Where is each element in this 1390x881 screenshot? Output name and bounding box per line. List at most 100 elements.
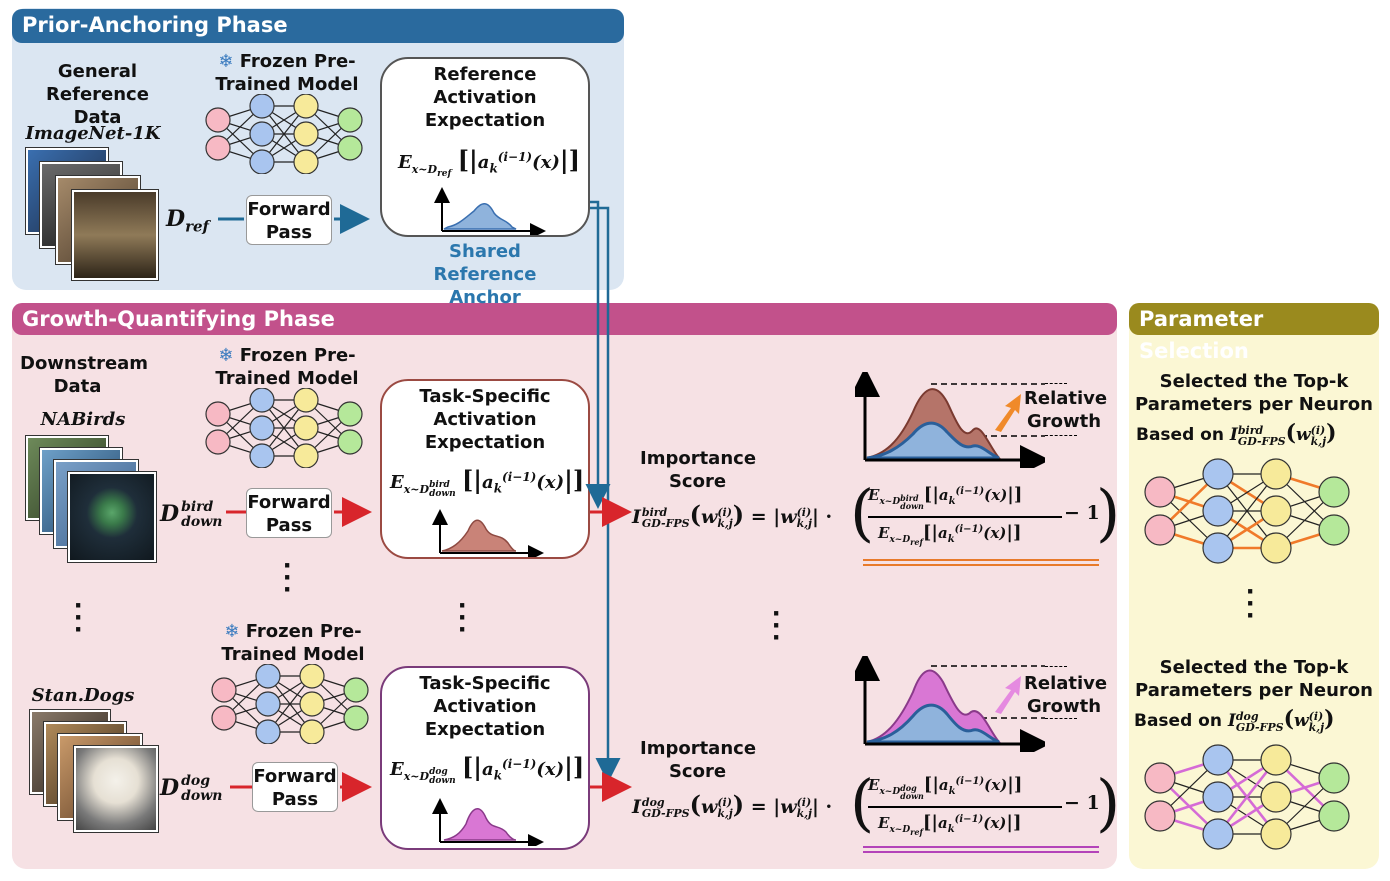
downstream-data-label: Downstream Data [20, 353, 149, 397]
neuron [255, 719, 281, 744]
reference-card-title: Reference Activation Expectation [424, 64, 546, 131]
neuron [337, 107, 363, 133]
neuron [1202, 744, 1234, 776]
neuron [249, 415, 275, 441]
shared-reference-anchor-label: Shared Reference Anchor [433, 241, 537, 308]
neuron [1318, 762, 1350, 794]
image-thumbnail [72, 190, 158, 280]
neuron [293, 121, 319, 147]
dataset-ellipsis: ··· [74, 589, 84, 646]
neuron [1260, 532, 1292, 564]
reference-distribution-plot [434, 187, 546, 235]
forward-pass-box-bird: Forward Pass [246, 488, 332, 538]
bird-growth-underline [863, 559, 1099, 561]
neuron [249, 443, 275, 468]
neuron [293, 443, 319, 468]
forward-pass-box-dog: Forward Pass [252, 762, 338, 812]
reference-activation-card: Reference Activation Expectation Ex~Dref… [380, 57, 590, 237]
relative-growth-dash-extension [1045, 383, 1067, 384]
snowflake-icon: ❄ [218, 51, 234, 72]
frozen-model-label-top: ❄ Frozen Pre-Trained Model [215, 51, 359, 95]
neuron [255, 664, 281, 689]
neuron [205, 401, 231, 427]
neuron [293, 388, 319, 413]
general-reference-data-label: General Reference Data [46, 61, 149, 128]
standogs-label: Stan.Dogs [31, 685, 135, 706]
bird-growth-underline [863, 564, 1099, 566]
task-distribution-plot-bird [432, 509, 544, 557]
neuron [249, 94, 275, 119]
d-ref-symbol: Dref [166, 206, 209, 236]
task-specific-card-dog: Task-Specific Activation Expectation Ex~… [380, 666, 590, 850]
neuron [337, 429, 363, 455]
neuron [1202, 495, 1234, 527]
neuron [293, 415, 319, 441]
neuron [337, 401, 363, 427]
nabirds-label: NABirds [40, 409, 126, 430]
relative-growth-plot-bird [855, 372, 1045, 468]
neuron [293, 94, 319, 119]
neuron [299, 691, 325, 717]
neuron [299, 719, 325, 744]
selected-network-bird [1144, 458, 1350, 564]
relative-growth-dash-extension [1045, 666, 1067, 667]
snowflake-icon: ❄ [218, 345, 234, 366]
neuron [205, 429, 231, 455]
task-card-title: Task-Specific Activation Expectation [419, 673, 551, 740]
network-connection [1216, 759, 1278, 835]
image-thumbnail [68, 472, 156, 562]
relative-growth-label-dog: Relative Growth [1024, 673, 1108, 717]
selected-network-dog [1144, 744, 1350, 850]
selection-ellipsis: ··· [1246, 575, 1256, 632]
selection-header: Parameter Selection [1129, 303, 1379, 363]
dog-growth-underline [863, 846, 1099, 848]
neuron [249, 149, 275, 174]
neuron [1318, 476, 1350, 508]
neuron [1260, 818, 1292, 850]
frozen-model-label-dog: ❄ Frozen Pre-Trained Model [221, 621, 365, 665]
model-ellipsis: ··· [283, 549, 293, 606]
snowflake-icon: ❄ [224, 621, 240, 642]
task-distribution-plot-dog [432, 798, 544, 846]
neuron [1202, 818, 1234, 850]
task-card-title: Task-Specific Activation Expectation [419, 386, 551, 453]
relative-growth-label-bird: Relative Growth [1024, 388, 1108, 432]
neuron [1318, 514, 1350, 546]
neuron [205, 107, 231, 133]
neuron [211, 705, 237, 731]
neuron [249, 388, 275, 413]
neuron [343, 677, 369, 703]
frozen-model-label-bird: ❄ Frozen Pre-Trained Model [215, 345, 359, 389]
score-ellipsis: ··· [772, 597, 782, 654]
card-ellipsis: ··· [458, 589, 468, 646]
imagenet-label: ImageNet-1K [25, 123, 161, 144]
image-thumbnail [74, 746, 158, 832]
neuron [1318, 800, 1350, 832]
neuron [1260, 781, 1292, 813]
neuron [1144, 762, 1176, 794]
importance-score-label-bird: Importance Score [640, 448, 757, 492]
growth-phase-header: Growth-Quantifying Phase [12, 303, 1117, 335]
neuron [255, 691, 281, 717]
neural-network-bird [205, 388, 363, 468]
prior-phase-header: Prior-Anchoring Phase [12, 9, 624, 43]
relative-growth-plot-dog [855, 656, 1045, 752]
neuron [205, 135, 231, 161]
task-specific-card-bird: Task-Specific Activation Expectation Ex~… [380, 379, 590, 559]
neuron [211, 677, 237, 703]
neuron [1202, 532, 1234, 564]
neuron [1260, 744, 1292, 776]
neuron [343, 705, 369, 731]
reference-expectation-formula: Ex~Dref [|ak(i−1)(x)|] [398, 145, 580, 179]
neuron [337, 135, 363, 161]
network-connection [1217, 473, 1277, 549]
forward-pass-box-prior: Forward Pass [246, 195, 332, 245]
